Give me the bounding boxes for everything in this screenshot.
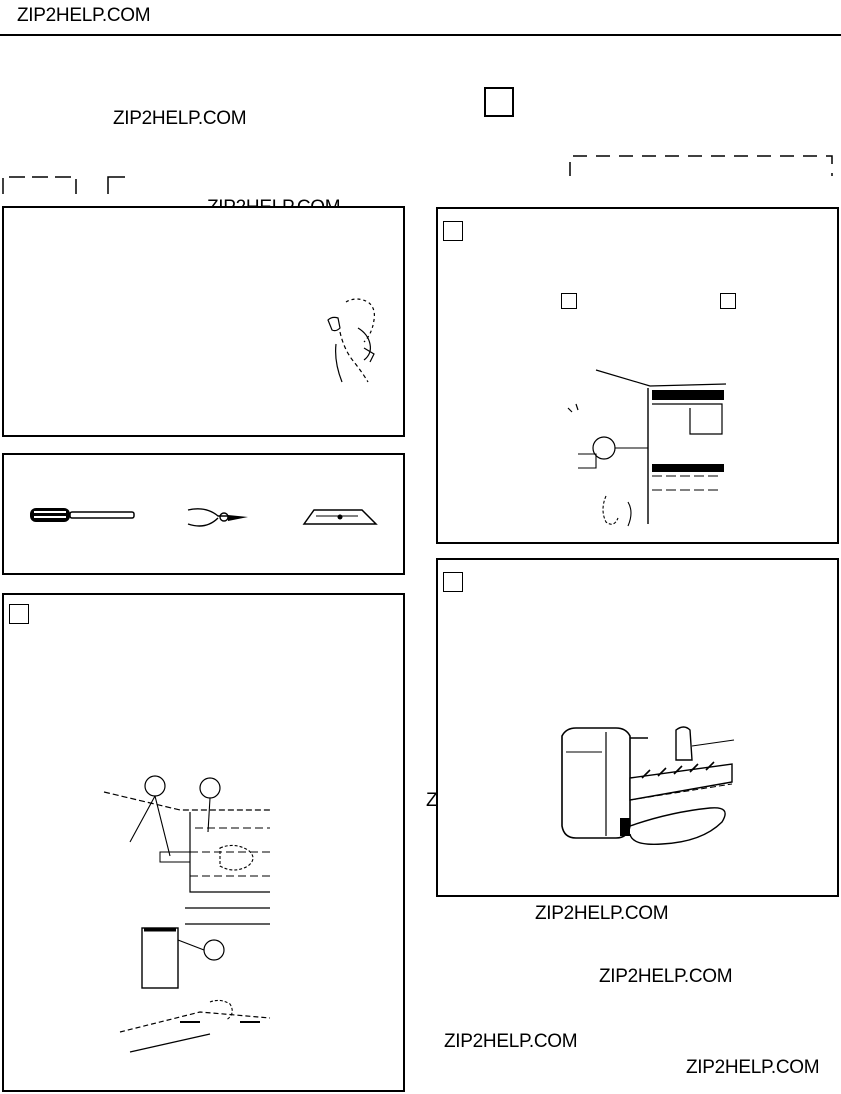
hand-sketch-illustration <box>327 298 375 383</box>
dashed-fragment <box>2 176 125 194</box>
watermark-text: ZIP2HELP.COM <box>113 108 247 129</box>
screwdriver-icon <box>30 508 135 522</box>
header-divider <box>0 34 841 36</box>
intro-panel <box>2 206 405 437</box>
step-panel-right-top <box>436 207 839 544</box>
step-number-box <box>9 604 29 624</box>
reference-box <box>561 293 577 309</box>
ice-maker-illustration <box>561 726 735 845</box>
freezer-interior-illustration <box>103 775 271 1053</box>
header-watermark: ZIP2HELP.COM <box>17 5 151 26</box>
step-number-box <box>443 572 463 592</box>
watermark-text: ZIP2HELP.COM <box>444 1031 578 1052</box>
wiring-harness-illustration <box>567 369 727 527</box>
dashed-bracket <box>569 155 833 176</box>
step-panel-right-bottom <box>436 558 839 897</box>
pliers-icon <box>187 508 248 527</box>
utility-knife-icon <box>302 509 378 525</box>
watermark-text: ZIP2HELP.COM <box>535 903 669 924</box>
step-number-box <box>443 221 463 241</box>
reference-box <box>720 293 736 309</box>
watermark-text: ZIP2HELP.COM <box>599 966 733 987</box>
step-number-box <box>484 87 514 117</box>
step-panel-left <box>2 593 405 1092</box>
watermark-text: ZIP2HELP.COM <box>686 1057 820 1078</box>
